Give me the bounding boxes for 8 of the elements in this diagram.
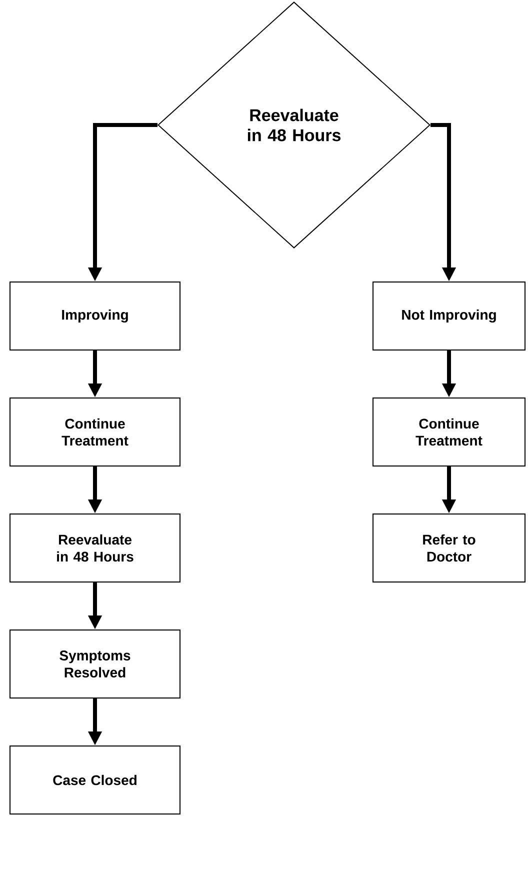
process-box: Refer to Doctor (372, 514, 526, 582)
process-box: Improving (10, 282, 180, 350)
process-box: Continue Treatment (10, 398, 180, 466)
process-box: Not Improving (372, 282, 526, 350)
process-box: Reevaluate in 48 Hours (10, 514, 180, 582)
process-box: Case Closed (10, 746, 180, 814)
process-box: Symptoms Resolved (10, 630, 180, 698)
process-box: Continue Treatment (372, 398, 526, 466)
